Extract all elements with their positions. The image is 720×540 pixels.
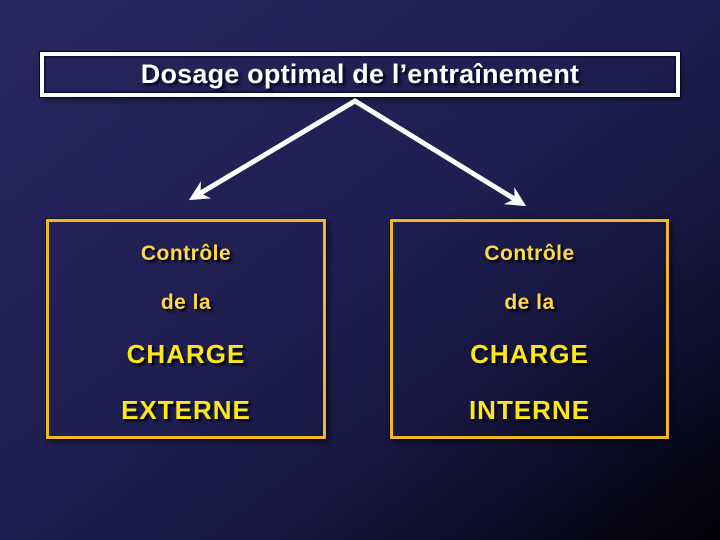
box-line: Contrôle [140, 242, 232, 265]
arrow-left-icon [188, 98, 358, 201]
box-line: de la [160, 290, 212, 314]
charge-interne-box: Contrôle de la CHARGE INTERNE [389, 218, 670, 440]
box-line: INTERNE [468, 394, 591, 425]
box-line: de la [504, 290, 555, 314]
box-line: CHARGE [470, 339, 589, 370]
charge-externe-box: Contrôle de la CHARGE EXTERNE [45, 218, 327, 440]
slide-title: Dosage optimal de l’entraînement [140, 59, 580, 89]
box-line: EXTERNE [121, 394, 251, 425]
box-line: CHARGE [126, 339, 246, 370]
arrow-right-icon [352, 98, 527, 207]
box-line: Contrôle [484, 242, 575, 265]
title-box: Dosage optimal de l’entraînement [39, 51, 681, 98]
